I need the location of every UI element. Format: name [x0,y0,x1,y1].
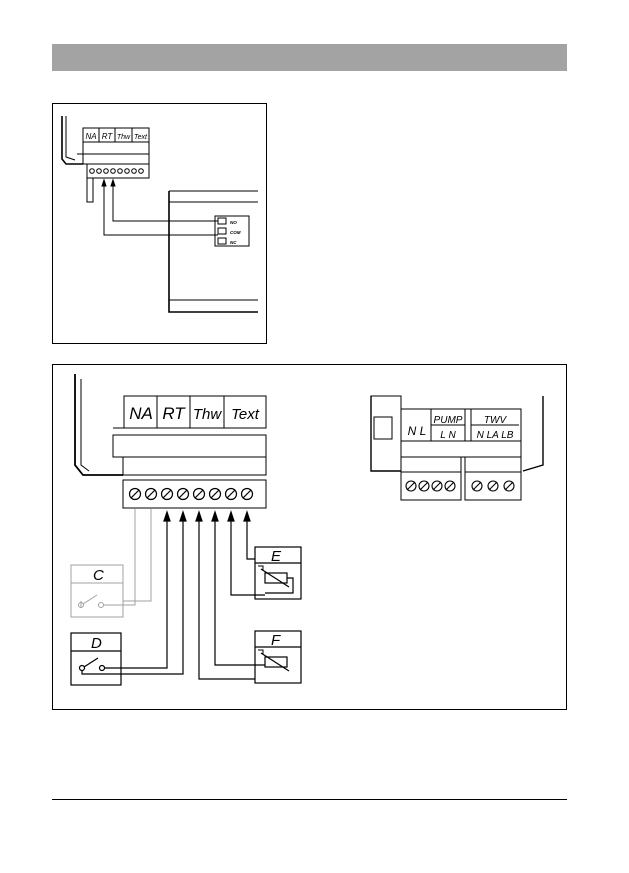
bottom-wiring-panel: NA RT Thw Text [52,364,567,710]
label-pump-terminals: L N [440,430,456,441]
label-pump: PUMP [434,415,463,426]
switch-d [70,510,187,686]
switch-c [70,509,152,618]
label-twv-terminals: N LA LB [477,430,514,441]
callout-e: E [271,548,282,565]
label-twv: TWV [484,415,508,426]
terminal-screws [89,168,144,174]
cable-gland [86,177,94,203]
sensor-e [227,510,302,600]
relay-terminal-no [217,217,227,225]
arrow-head [101,178,107,187]
relay-label-com: COM [230,230,241,235]
label-text: Text [231,406,260,423]
relay-terminal-com [217,227,227,235]
label-text: Text [134,134,148,141]
top-wiring-panel: NA RT Thw Text NO COM NC [52,103,267,344]
callout-c: C [93,567,104,584]
device-outline [168,191,258,313]
terminal-body-lower [82,153,150,165]
label-rt: RT [162,404,186,423]
label-na: NA [129,404,153,423]
label-n-l: N L [408,424,427,438]
housing-outline [61,116,83,165]
terminal-body [112,434,267,458]
pump-twv-module [370,395,544,501]
top-wiring-diagram: NA RT Thw Text NO COM NC [61,116,258,313]
relay-contacts [214,215,250,247]
module-screws [405,480,515,492]
footer-rule [52,799,567,800]
housing-outline-inner [80,379,90,472]
terminal-body-lower [122,456,267,476]
arrow-head [110,178,116,187]
wire-to-no [112,181,218,222]
label-rt: RT [102,132,114,141]
label-na: NA [85,132,96,141]
terminal-body [82,141,150,155]
housing-outline-inner [65,116,76,161]
relay-label-nc: NC [230,240,237,245]
label-thw: Thw [117,134,131,141]
terminal-block [122,479,267,509]
label-thw: Thw [193,406,223,423]
sensor-f [195,510,302,684]
relay-label-no: NO [230,220,237,225]
bottom-wiring-diagram: NA RT Thw Text [70,374,544,686]
callout-f: F [271,632,281,649]
terminal-screws [128,487,254,501]
header-bar [52,44,567,71]
relay-terminal-nc [217,237,227,245]
terminal-block [86,163,150,179]
housing-outline [74,374,123,476]
wire-to-com [103,181,218,236]
callout-d: D [91,635,102,652]
